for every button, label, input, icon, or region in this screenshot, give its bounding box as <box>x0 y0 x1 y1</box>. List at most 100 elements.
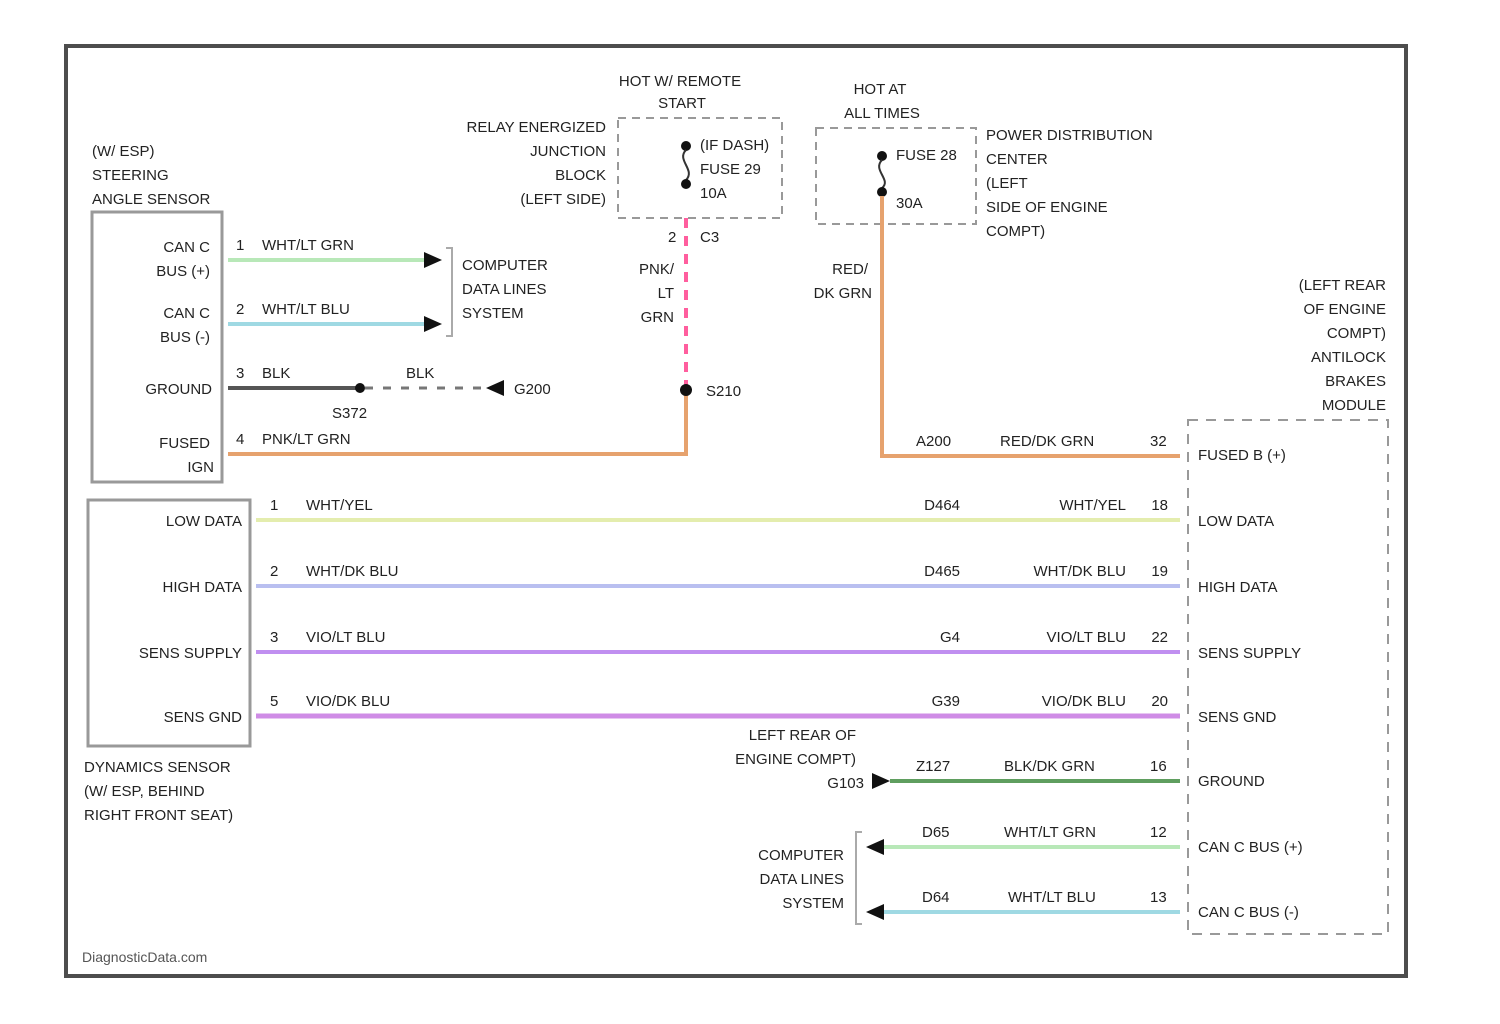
remote-wire-3: GRN <box>641 309 674 326</box>
dynamics-pin-name: LOW DATA <box>166 513 242 530</box>
dynamics-wire-label: WHT/DK BLU <box>306 563 399 580</box>
dynamics-pin-name: SENS GND <box>164 709 243 726</box>
dynamics-label-1: DYNAMICS SENSOR <box>84 759 231 776</box>
connector-c3-pin: 2 <box>668 229 676 246</box>
steering-pin4-name-a: FUSED <box>159 435 210 452</box>
pdc-wire-2: DK GRN <box>814 285 872 302</box>
steering-pin4-name-b: IGN <box>187 459 214 476</box>
ground-splice-wire: BLK <box>406 365 434 382</box>
steering-pin2-name-a: CAN C <box>163 305 210 322</box>
abs-pin-num: 20 <box>1151 693 1168 710</box>
ground-splice-label: S372 <box>332 405 367 422</box>
abs-label-3: COMPT) <box>1327 325 1386 342</box>
dynamics-label-3: RIGHT FRONT SEAT) <box>84 807 233 824</box>
ground-g103-label: G103 <box>827 775 864 792</box>
computer-data-bottom-3: SYSTEM <box>782 895 844 912</box>
computer-data-top-1: COMPUTER <box>462 257 548 274</box>
steering-pin1-wire: WHT/LT GRN <box>262 237 354 254</box>
steering-pin1-num: 1 <box>236 237 244 254</box>
abs-pin-name: LOW DATA <box>1198 513 1274 530</box>
computer-data-top-3: SYSTEM <box>462 305 524 322</box>
abs-pin-num: 19 <box>1151 563 1168 580</box>
computer-data-bottom-1: COMPUTER <box>758 847 844 864</box>
abs-wire-label: VIO/LT BLU <box>1047 629 1126 646</box>
fuse-terminal-dot <box>681 179 691 189</box>
dynamics-label-2: (W/ ESP, BEHIND <box>84 783 205 800</box>
abs-pin-name: SENS SUPPLY <box>1198 645 1301 662</box>
computer-data-bottom-2: DATA LINES <box>760 871 844 888</box>
pdc-label-5: COMPT) <box>986 223 1045 240</box>
can-minus-circuit: D64 <box>922 889 950 906</box>
abs-pin-num: 22 <box>1151 629 1168 646</box>
ground-right-label-2: ENGINE COMPT) <box>735 751 856 768</box>
abs-wire-label: WHT/YEL <box>1059 497 1126 514</box>
relay-label-1: RELAY ENERGIZED <box>467 119 607 136</box>
abs-pin-fused-b: FUSED B (+) <box>1198 447 1286 464</box>
abs-label-6: MODULE <box>1322 397 1386 414</box>
steering-sensor-label-1: (W/ ESP) <box>92 143 155 160</box>
dynamics-pin-num: 3 <box>270 629 278 646</box>
steering-pin2-wire: WHT/LT BLU <box>262 301 350 318</box>
can-plus-circuit: D65 <box>922 824 950 841</box>
abs-wire-red-dk-grn: RED/DK GRN <box>1000 433 1094 450</box>
fuse-29-label-3: 10A <box>700 185 727 202</box>
fuse-terminal-dot <box>877 151 887 161</box>
steering-pin3-num: 3 <box>236 365 244 382</box>
connector-c3: C3 <box>700 229 719 246</box>
steering-pin2-num: 2 <box>236 301 244 318</box>
abs-pin-can-plus: CAN C BUS (+) <box>1198 839 1303 856</box>
abs-wire-label: VIO/DK BLU <box>1042 693 1126 710</box>
can-plus-wire: WHT/LT GRN <box>1004 824 1096 841</box>
abs-label-1: (LEFT REAR <box>1299 277 1386 294</box>
steering-pin3-wire: BLK <box>262 365 290 382</box>
fuse-29-label-1: (IF DASH) <box>700 137 769 154</box>
circuit-label: G39 <box>932 693 960 710</box>
circuit-label: D464 <box>924 497 960 514</box>
pdc-label-4: SIDE OF ENGINE <box>986 199 1108 216</box>
pdc-label-2: CENTER <box>986 151 1048 168</box>
can-minus-pin: 13 <box>1150 889 1167 906</box>
abs-pin-32: 32 <box>1150 433 1167 450</box>
dynamics-pin-name: HIGH DATA <box>163 579 242 596</box>
circuit-label: G4 <box>940 629 960 646</box>
steering-pin4-wire: PNK/LT GRN <box>262 431 351 448</box>
pdc-wire-1: RED/ <box>832 261 869 278</box>
abs-label-2: OF ENGINE <box>1303 301 1386 318</box>
watermark: DiagnosticData.com <box>82 949 207 965</box>
steering-pin3-name: GROUND <box>145 381 212 398</box>
hot-always-label-2: ALL TIMES <box>844 105 920 122</box>
fuse-terminal-dot <box>681 141 691 151</box>
remote-wire-2: LT <box>658 285 674 302</box>
fuse-28-label-2: 30A <box>896 195 923 212</box>
hot-remote-label-2: START <box>658 95 706 112</box>
relay-label-2: JUNCTION <box>530 143 606 160</box>
dynamics-pin-name: SENS SUPPLY <box>139 645 242 662</box>
can-plus-pin: 12 <box>1150 824 1167 841</box>
circuit-label: D465 <box>924 563 960 580</box>
dynamics-wire-label: WHT/YEL <box>306 497 373 514</box>
ground-g200-label: G200 <box>514 381 551 398</box>
splice-s210-label: S210 <box>706 383 741 400</box>
steering-pin1-name-a: CAN C <box>163 239 210 256</box>
abs-pin-num: 18 <box>1151 497 1168 514</box>
fuse-28-label-1: FUSE 28 <box>896 147 957 164</box>
relay-label-3: BLOCK <box>555 167 606 184</box>
abs-wire-label: WHT/DK BLU <box>1033 563 1126 580</box>
abs-label-4: ANTILOCK <box>1311 349 1386 366</box>
dynamics-pin-num: 1 <box>270 497 278 514</box>
abs-pin-ground: GROUND <box>1198 773 1265 790</box>
dynamics-wire-label: VIO/LT BLU <box>306 629 385 646</box>
ground-circuit-z127: Z127 <box>916 758 950 775</box>
steering-pin1-name-b: BUS (+) <box>156 263 210 280</box>
can-minus-wire: WHT/LT BLU <box>1008 889 1096 906</box>
hot-always-label-1: HOT AT <box>854 81 907 98</box>
relay-label-4: (LEFT SIDE) <box>520 191 606 208</box>
dynamics-pin-num: 5 <box>270 693 278 710</box>
steering-sensor-label-3: ANGLE SENSOR <box>92 191 211 208</box>
pdc-label-1: POWER DISTRIBUTION <box>986 127 1153 144</box>
abs-label-5: BRAKES <box>1325 373 1386 390</box>
hot-remote-label-1: HOT W/ REMOTE <box>619 73 741 90</box>
splice-dot <box>355 383 365 393</box>
splice-s210-dot <box>680 384 692 396</box>
